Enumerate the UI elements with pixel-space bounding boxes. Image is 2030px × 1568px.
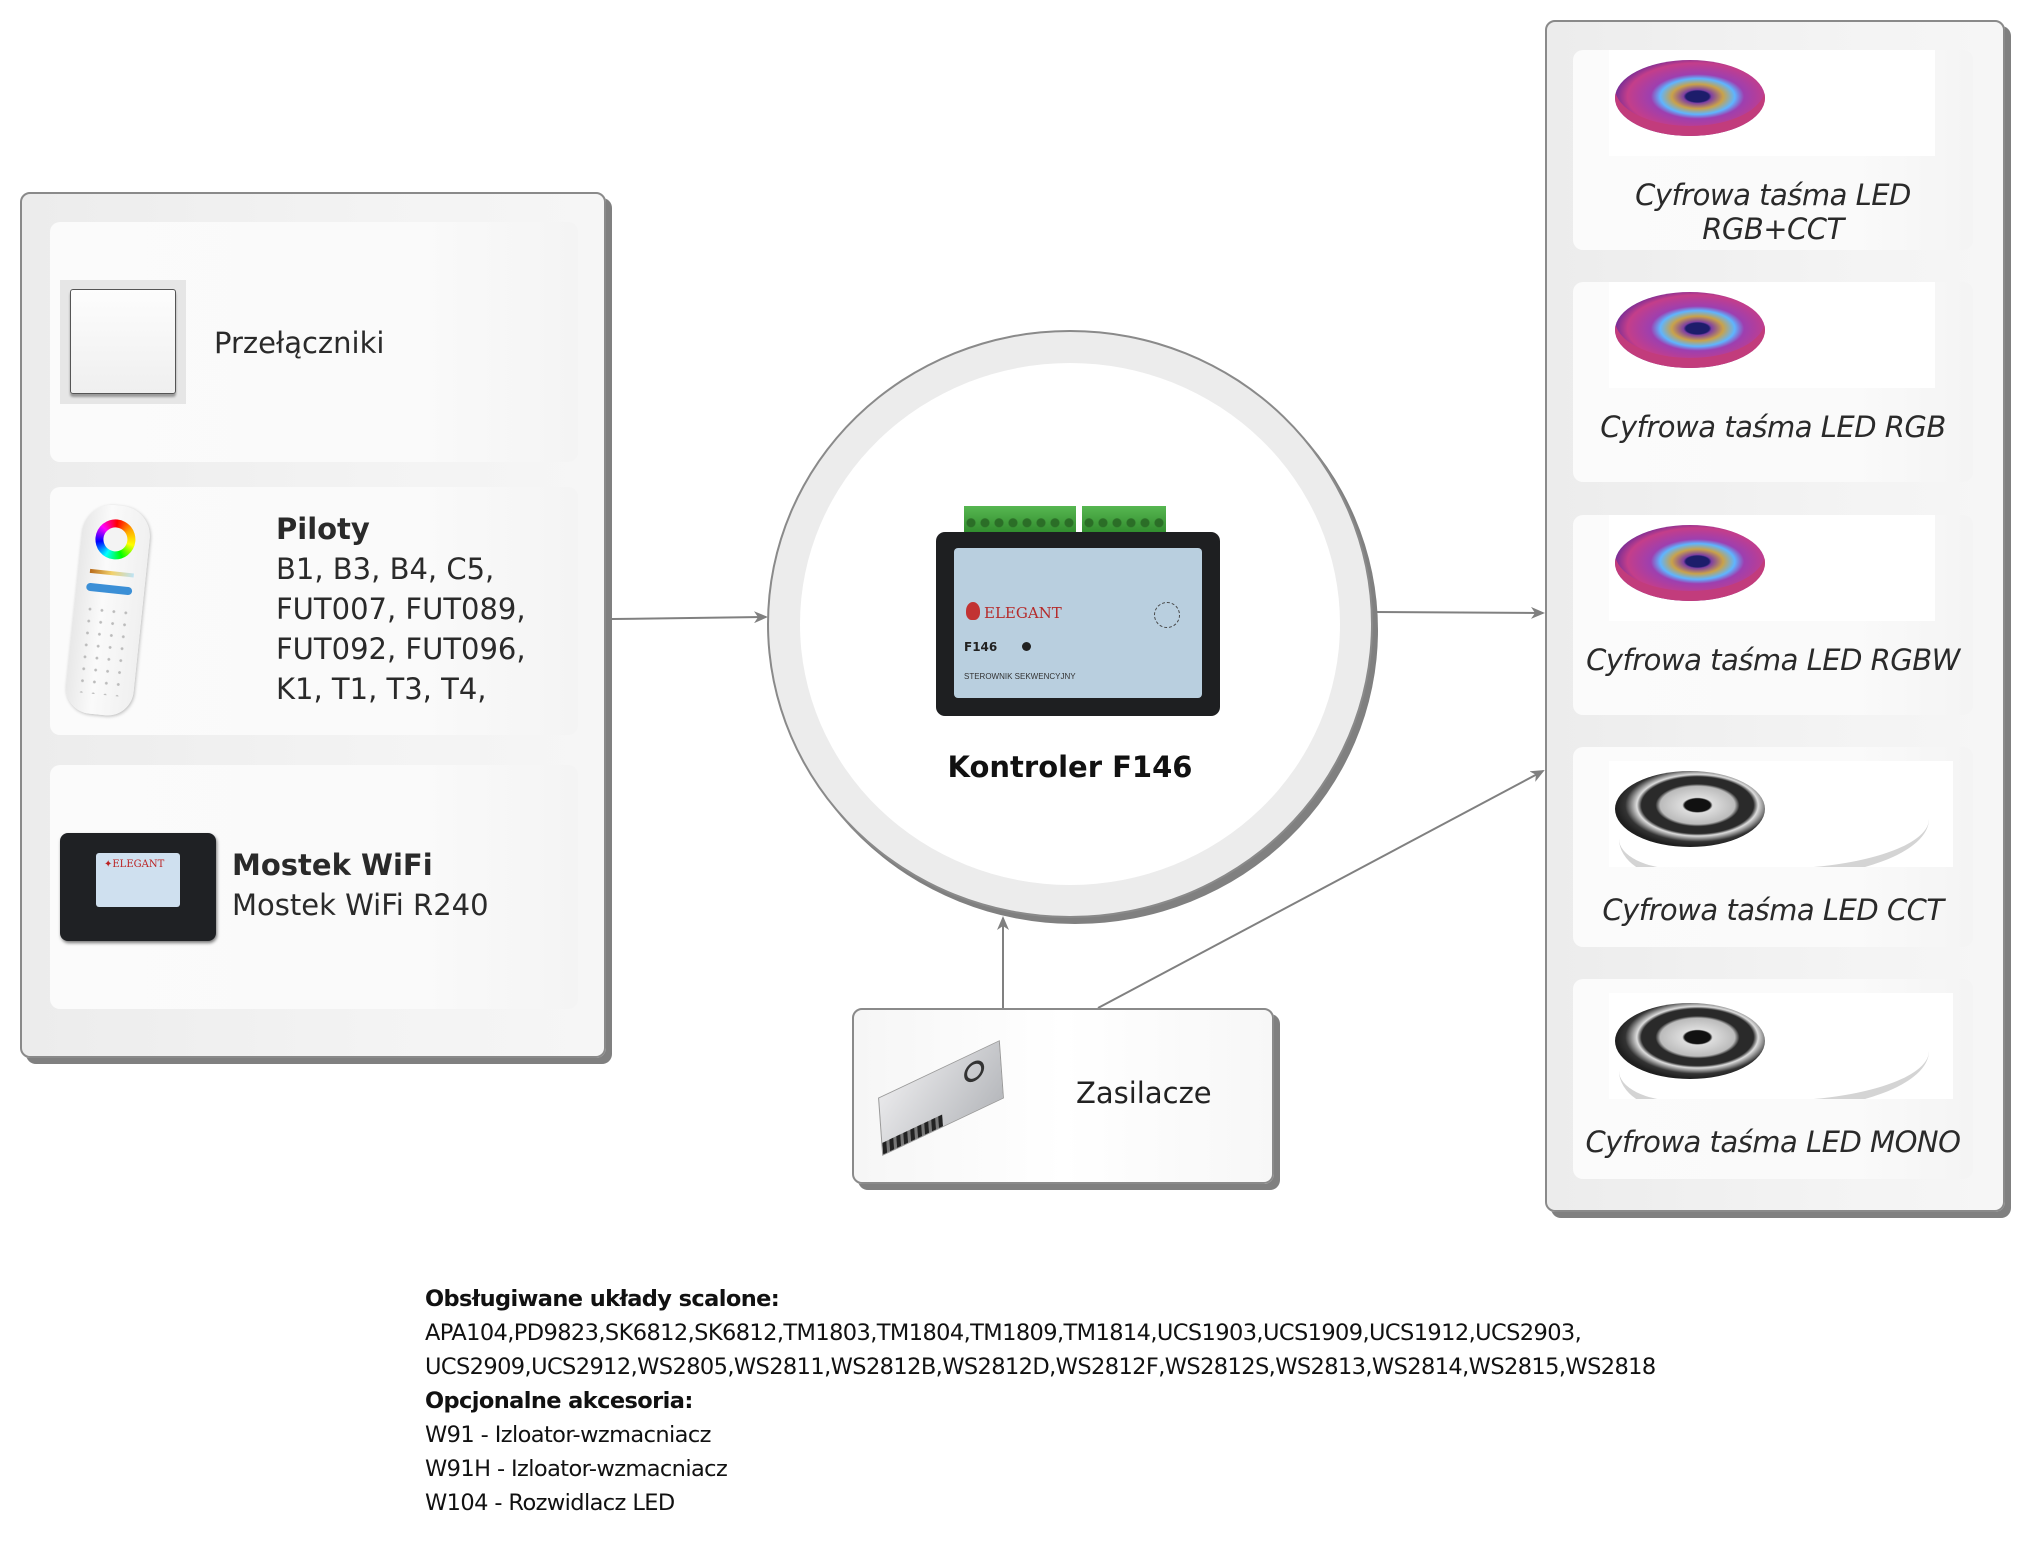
input-title: Przełączniki (214, 326, 385, 360)
remote-models-line: FUT092, FUT096, (276, 632, 526, 666)
wifi-bridge-image: ✦ELEGANT (60, 833, 216, 941)
accessories-heading: Opcjonalne akcesoria: (425, 1388, 693, 1414)
rgb-led-strip-image (1609, 282, 1935, 388)
wifi-bridge-model: Mostek WiFi R240 (232, 888, 489, 922)
output-label: Cyfrowa taśma LED CCT (1602, 893, 1944, 927)
chips-heading: Obsługiwane układy scalone: (425, 1286, 780, 1312)
power-supply-image (878, 1040, 1004, 1156)
power-title: Zasilacze (1076, 1076, 1212, 1110)
output-card[interactable]: Cyfrowa taśma LED RGB (1573, 282, 1973, 482)
device-model: F146 (964, 640, 998, 654)
chips-line: APA104,PD9823,SK6812,SK6812,TM1803,TM180… (425, 1320, 1582, 1346)
output-card[interactable]: Cyfrowa taśma LED RGBW (1573, 515, 1973, 715)
chips-line: UCS2909,UCS2912,WS2805,WS2811,WS2812B,WS… (425, 1354, 1656, 1380)
mode-dial-icon (1154, 602, 1180, 628)
accessory-item: W91 - Izloator-wzmacniacz (425, 1422, 711, 1448)
rgb-led-strip-image (1609, 50, 1935, 156)
input-card-switches[interactable]: Przełączniki (50, 222, 578, 462)
arrow-controller-to-outputs (1372, 606, 1545, 619)
white-led-strip-image (1609, 993, 1953, 1099)
input-card-wifi-bridge[interactable]: ✦ELEGANT Mostek WiFi Mostek WiFi R240 (50, 765, 578, 1009)
notes: Obsługiwane układy scalone: APA104,PD982… (425, 1282, 1656, 1520)
output-label: Cyfrowa taśma LED RGB (1600, 410, 1946, 444)
output-card[interactable]: Cyfrowa taśma LED RGB+CCT (1573, 50, 1973, 250)
output-label: Cyfrowa taśma LED RGB+CCT (1635, 178, 1911, 246)
wall-switch-image (60, 280, 186, 404)
input-card-remotes[interactable]: Piloty B1, B3, B4, C5, FUT007, FUT089, F… (50, 487, 578, 735)
remote-control-image (63, 502, 153, 718)
device-subtitle: STEROWNIK SEKWENCYJNY (964, 672, 1076, 681)
output-card[interactable]: Cyfrowa taśma LED MONO (1573, 979, 1973, 1179)
accessory-item: W104 - Rozwidlacz LED (425, 1490, 675, 1516)
controller-title: Kontroler F146 (947, 750, 1193, 784)
power-supply-node[interactable]: Zasilacze (852, 1008, 1274, 1184)
controller-device-image: ELEGANT F146 STEROWNIK SEKWENCYJNY (936, 506, 1220, 716)
input-title: Mostek WiFi (232, 848, 433, 882)
output-card[interactable]: Cyfrowa taśma LED CCT (1573, 747, 1973, 947)
arrow-inputs-to-controller (611, 611, 768, 624)
remote-models-line: B1, B3, B4, C5, (276, 552, 495, 586)
remote-models-line: FUT007, FUT089, (276, 592, 526, 626)
input-title: Piloty (276, 512, 370, 546)
accessory-item: W91H - Izloator-wzmacniacz (425, 1456, 728, 1482)
white-led-strip-image (1609, 761, 1953, 867)
rgb-led-strip-image (1609, 515, 1935, 621)
inputs-panel: Przełączniki Piloty B1, B3, B4, C5, FUT0… (20, 192, 606, 1058)
output-label: Cyfrowa taśma LED RGBW (1586, 643, 1960, 677)
remote-models-line: K1, T1, T3, T4, (276, 672, 487, 706)
output-label: Cyfrowa taśma LED MONO (1585, 1125, 1961, 1159)
device-brand: ELEGANT (966, 602, 1062, 622)
elegant-logo-mark: ✦ELEGANT (104, 859, 165, 870)
